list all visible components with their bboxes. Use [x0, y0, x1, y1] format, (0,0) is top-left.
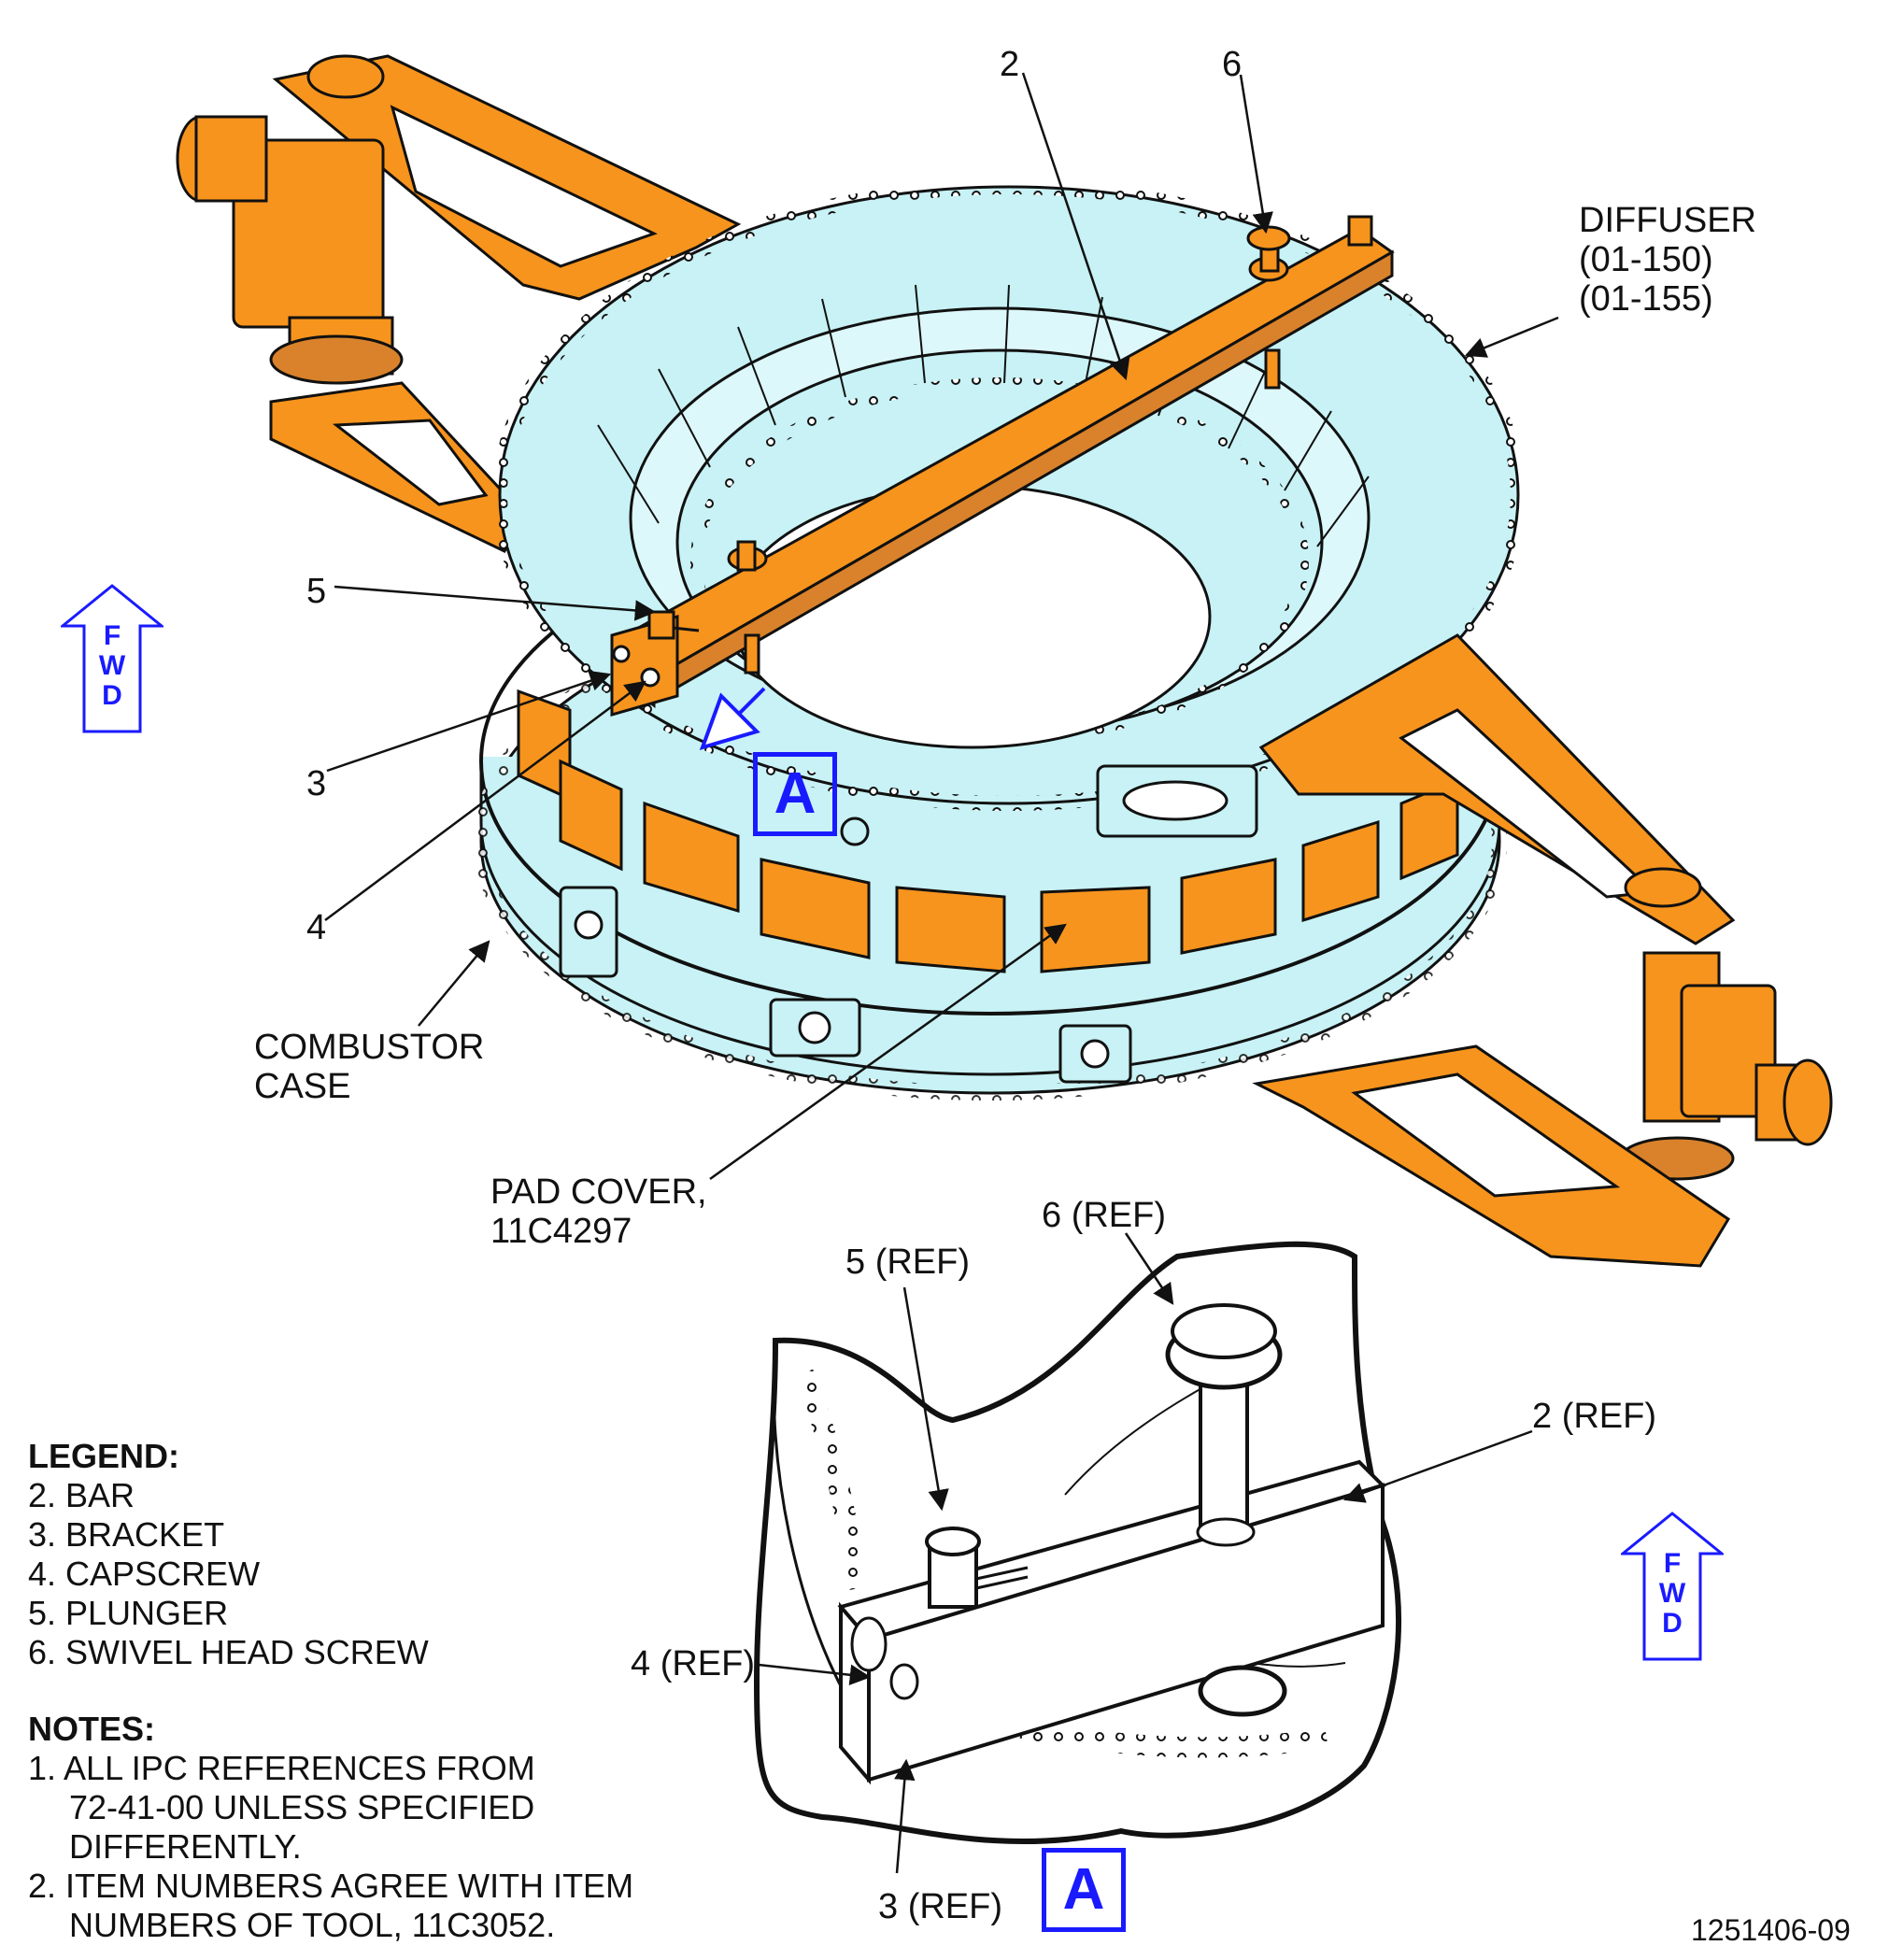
- figure-id: 1251406-09: [1691, 1913, 1851, 1947]
- detail-callout-5-ref: 5 (REF): [845, 1243, 970, 1282]
- fwd-arrow-main-icon: [58, 584, 166, 733]
- note-1-line3: DIFFERENTLY.: [69, 1827, 302, 1866]
- pad-cover-label-line2: 11C4297: [490, 1212, 632, 1251]
- fwd-arrow-main: F W D: [58, 584, 166, 733]
- callout-2: 2: [1000, 45, 1020, 84]
- note-2-line2: NUMBERS OF TOOL, 11C3052.: [69, 1906, 556, 1944]
- combustor-case-label: COMBUSTOR CASE: [254, 1028, 484, 1106]
- pad-cover-label: PAD COVER, 11C4297: [490, 1172, 707, 1251]
- callout-3: 3: [306, 764, 327, 803]
- diffuser-label-line1: DIFFUSER: [1579, 201, 1756, 240]
- detail-leader-lines: [758, 1232, 1533, 1874]
- note-1-line2: 72-41-00 UNLESS SPECIFIED: [69, 1788, 535, 1826]
- legend-item-capscrew: 4. CAPSCREW: [28, 1555, 261, 1593]
- notes: NOTES: 1. ALL IPC REFERENCES FROM 72-41-…: [28, 1710, 633, 1945]
- notes-title: NOTES:: [28, 1710, 156, 1748]
- fwd-main-f: F: [103, 620, 121, 651]
- note-1-line1: 1. ALL IPC REFERENCES FROM: [28, 1749, 535, 1787]
- fwd-arrow-detail-icon: [1618, 1512, 1726, 1661]
- pad-covers: [517, 689, 1520, 973]
- view-a-marker: A: [753, 752, 837, 836]
- callout-5: 5: [306, 572, 327, 611]
- fwd-detail-d: D: [1662, 1608, 1683, 1639]
- callout-6: 6: [1222, 45, 1243, 84]
- legend: LEGEND: 2. BAR 3. BRACKET 4. CAPSCREW 5.…: [28, 1437, 429, 1672]
- diffuser-label-line3: (01-155): [1579, 279, 1713, 319]
- legend-item-swivel-head-screw: 6. SWIVEL HEAD SCREW: [28, 1633, 429, 1671]
- detail-callout-6-ref: 6 (REF): [1042, 1196, 1166, 1235]
- combustor-case-label-line1: COMBUSTOR: [254, 1028, 485, 1067]
- callout-4: 4: [306, 908, 327, 947]
- fwd-arrow-detail: F W D: [1618, 1512, 1726, 1661]
- fixture-arm-right: [1252, 633, 1833, 1268]
- pad-cover-label-line1: PAD COVER,: [490, 1172, 707, 1212]
- diffuser-label-line2: (01-150): [1579, 240, 1713, 279]
- fixture-arm-upper-left: [176, 54, 742, 553]
- view-a-pointer-arrow: [699, 687, 766, 751]
- fwd-main-w: W: [98, 650, 126, 681]
- note-2-line1: 2. ITEM NUMBERS AGREE WITH ITEM: [28, 1867, 634, 1905]
- fwd-detail-f: F: [1663, 1548, 1682, 1579]
- legend-item-bar: 2. BAR: [28, 1476, 135, 1514]
- combustor-case-label-line2: CASE: [254, 1067, 351, 1106]
- bar: [610, 215, 1395, 709]
- detail-view-a-label: A: [1042, 1848, 1126, 1932]
- detail-callout-3-ref: 3 (REF): [878, 1887, 1002, 1926]
- leader-lines: [324, 72, 1559, 1181]
- fwd-detail-w: W: [1658, 1578, 1686, 1609]
- detail-callout-2-ref: 2 (REF): [1532, 1397, 1656, 1436]
- diffuser-label: DIFFUSER (01-150) (01-155): [1579, 201, 1756, 319]
- detail-callout-4-ref: 4 (REF): [631, 1644, 755, 1683]
- fwd-main-d: D: [102, 680, 122, 711]
- legend-item-bracket: 3. BRACKET: [28, 1515, 225, 1554]
- legend-item-plunger: 5. PLUNGER: [28, 1594, 229, 1632]
- detail-a-view: [753, 1241, 1402, 1845]
- legend-title: LEGEND:: [28, 1437, 179, 1475]
